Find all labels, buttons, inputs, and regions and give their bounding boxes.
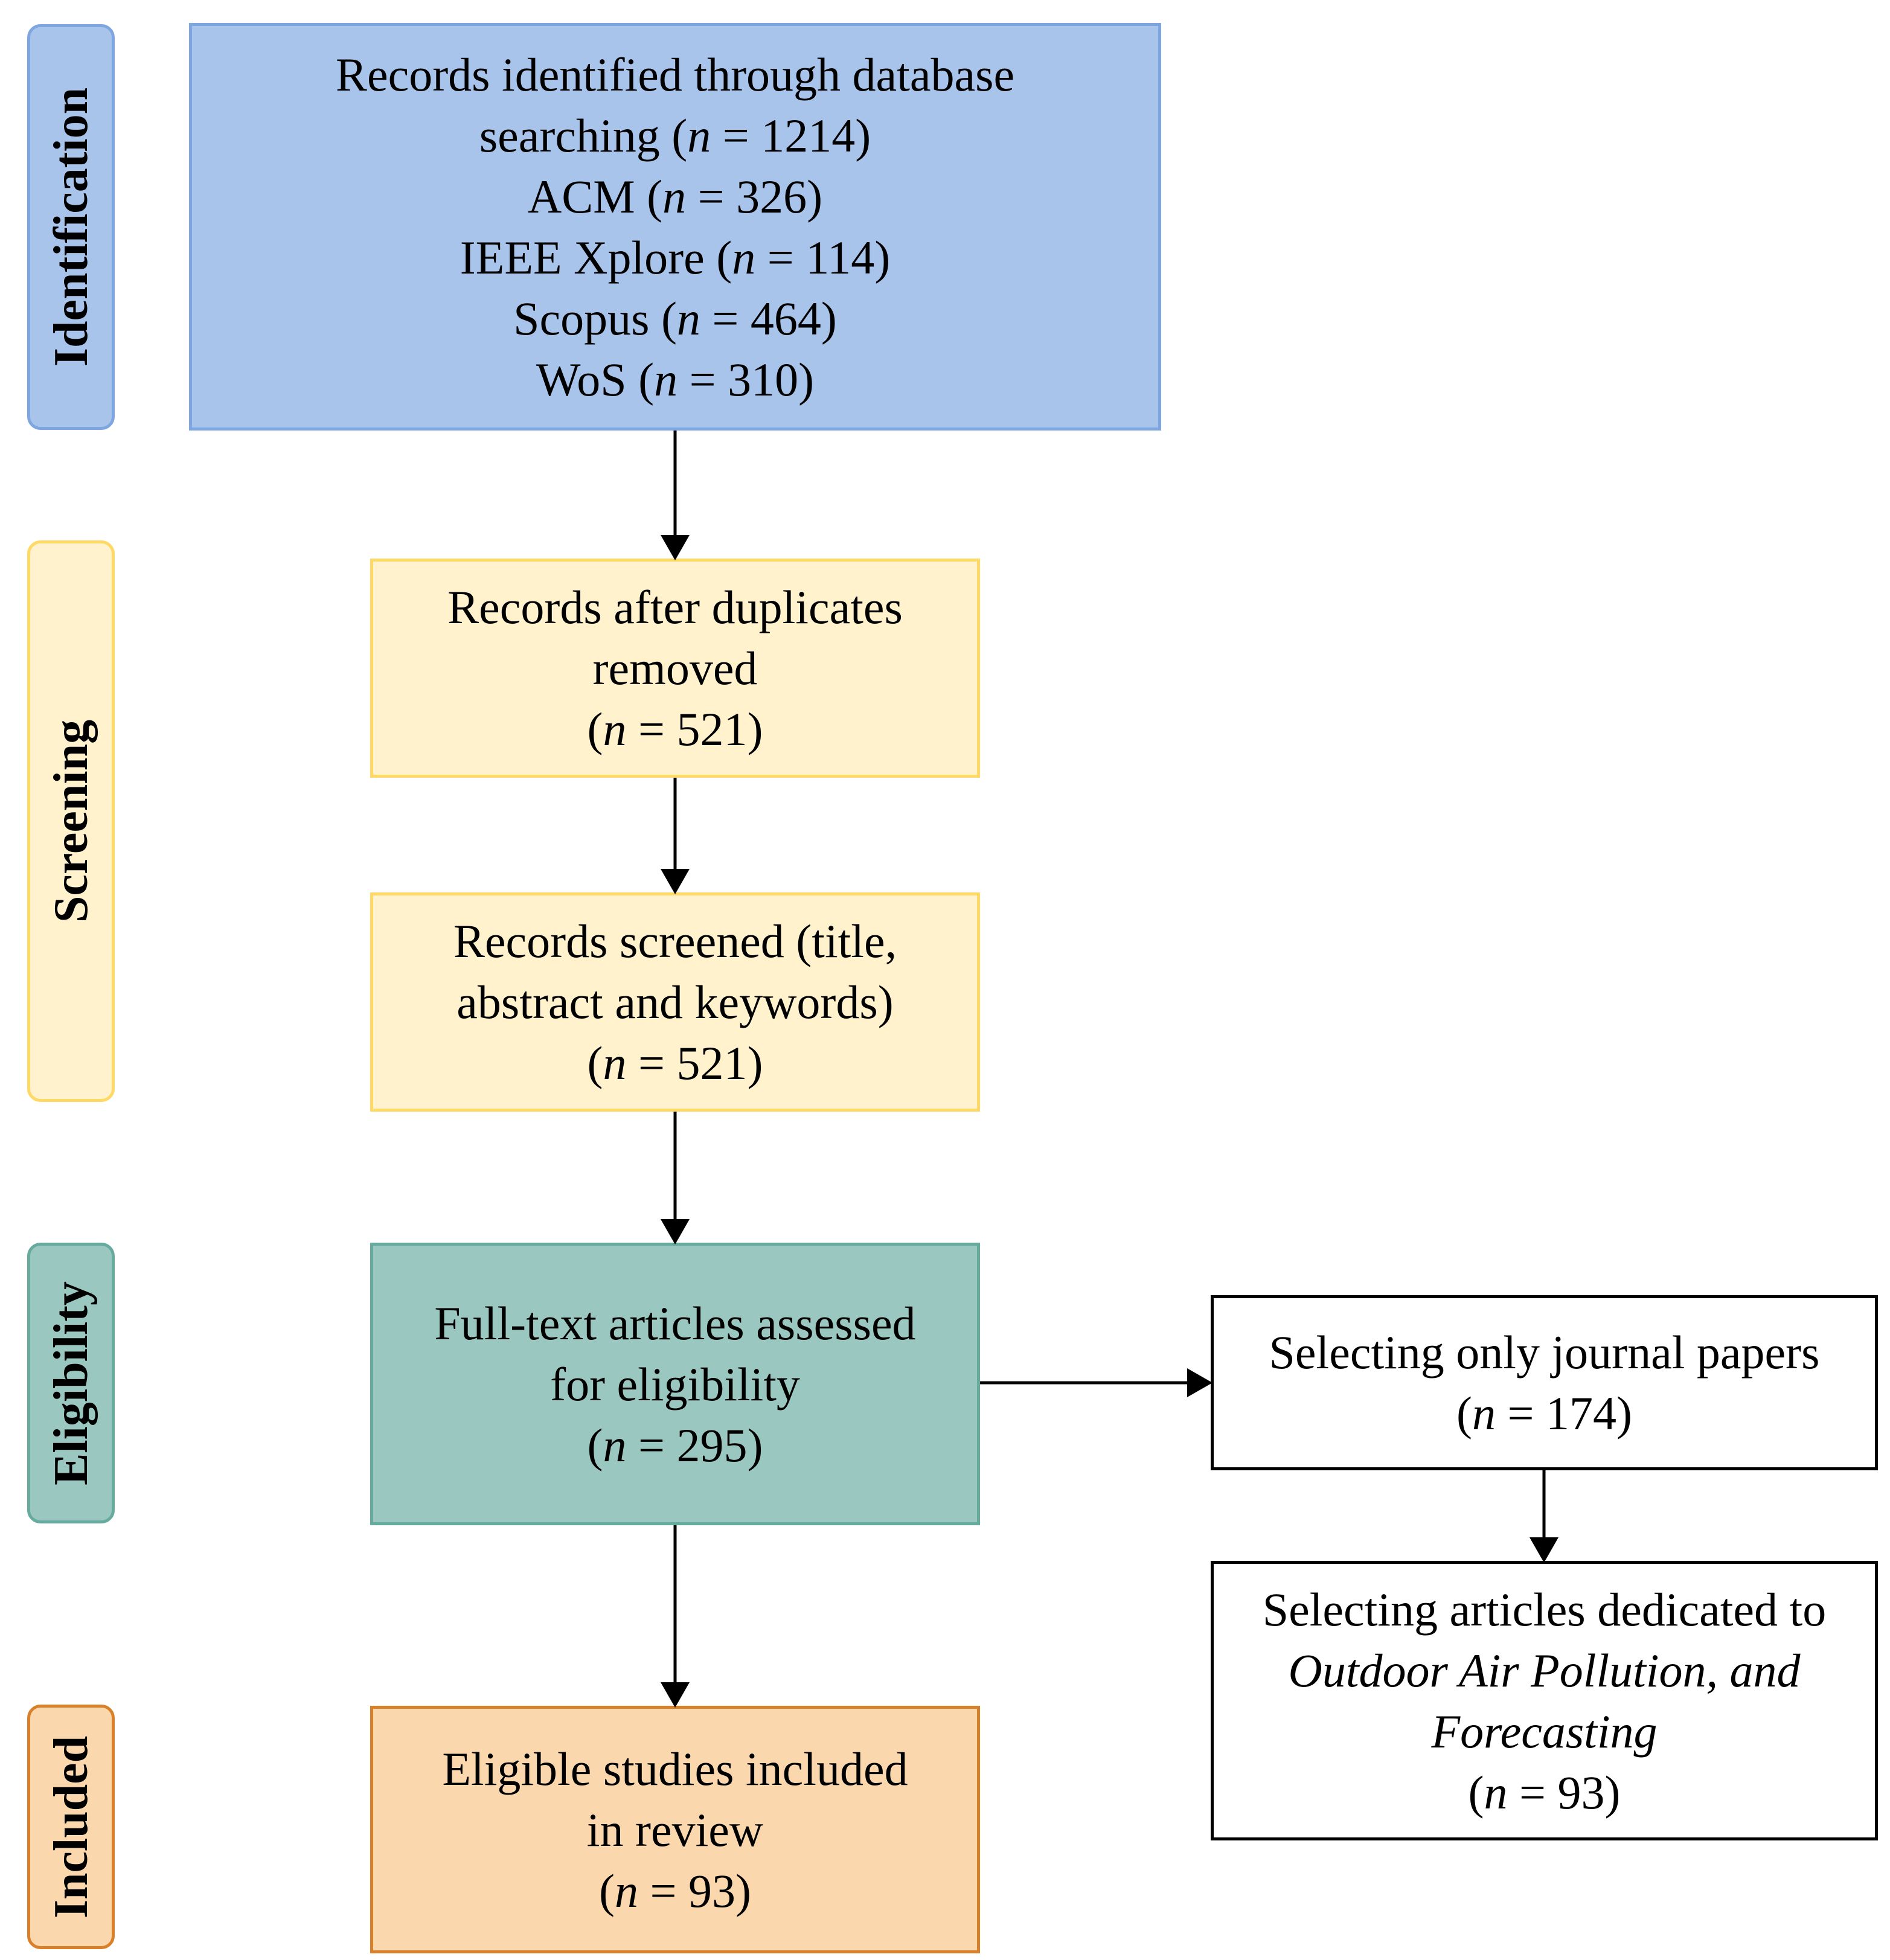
records-identified-title: Records identified through database xyxy=(335,48,1015,101)
dedicated-articles-line3: Forecasting xyxy=(1431,1705,1658,1758)
fulltext-assessed-line2: for eligibility xyxy=(550,1357,800,1411)
dedicated-articles-line2: Outdoor Air Pollution, and xyxy=(1288,1644,1801,1697)
records-identified-total: searching (n = 1214) xyxy=(479,109,871,162)
records-deduplicated-box: Records after duplicates removed (n = 52… xyxy=(370,559,980,778)
records-screened-box: Records screened (title, abstract and ke… xyxy=(370,892,980,1112)
phase-screening-label: Screening xyxy=(44,719,98,923)
records-deduplicated-line1: Records after duplicates xyxy=(447,581,903,633)
fulltext-assessed-count: (n = 295) xyxy=(587,1418,763,1472)
records-deduplicated-count: (n = 521) xyxy=(587,703,763,755)
records-screened-line1: Records screened (title, xyxy=(453,915,897,967)
records-deduplicated-line2: removed xyxy=(592,642,758,694)
arrowhead-journals xyxy=(1187,1368,1212,1397)
source-acm: ACM (n = 326) xyxy=(527,170,823,223)
phase-eligibility-label: Eligibility xyxy=(44,1281,98,1485)
source-scopus: Scopus (n = 464) xyxy=(513,292,837,345)
journal-papers-count: (n = 174) xyxy=(1456,1387,1632,1440)
records-screened-count: (n = 521) xyxy=(587,1037,763,1089)
journal-papers-line1: Selecting only journal papers xyxy=(1269,1326,1820,1379)
phase-identification-label: Identification xyxy=(44,87,98,367)
phase-identification: Identification xyxy=(27,24,115,430)
studies-included-box: Eligible studies included in review (n =… xyxy=(370,1706,980,1953)
arrowhead-dedup xyxy=(661,535,690,560)
arrowhead-fulltext xyxy=(661,1219,690,1244)
phase-eligibility: Eligibility xyxy=(27,1243,115,1523)
arrowhead-included xyxy=(661,1682,690,1708)
source-ieee-xplore: IEEE Xplore (n = 114) xyxy=(460,231,891,284)
dedicated-articles-count: (n = 93) xyxy=(1468,1766,1621,1819)
source-wos: WoS (n = 310) xyxy=(536,353,815,406)
records-screened-line2: abstract and keywords) xyxy=(456,976,894,1028)
dedicated-articles-line1: Selecting articles dedicated to xyxy=(1262,1583,1827,1636)
arrowhead-screened xyxy=(661,869,690,894)
dedicated-articles-box: Selecting articles dedicated to Outdoor … xyxy=(1211,1561,1878,1840)
fulltext-assessed-line1: Full-text articles assessed xyxy=(434,1296,916,1350)
phase-screening: Screening xyxy=(27,540,115,1102)
journal-papers-box: Selecting only journal papers (n = 174) xyxy=(1211,1295,1878,1470)
fulltext-assessed-box: Full-text articles assessed for eligibil… xyxy=(370,1243,980,1525)
records-identified-box: Records identified through database sear… xyxy=(189,23,1161,431)
phase-included-label: Included xyxy=(44,1735,98,1918)
phase-included: Included xyxy=(27,1705,115,1949)
studies-included-line1: Eligible studies included xyxy=(442,1742,908,1795)
studies-included-line2: in review xyxy=(586,1803,764,1856)
arrowhead-dedicated xyxy=(1530,1537,1558,1563)
studies-included-count: (n = 93) xyxy=(599,1864,751,1917)
